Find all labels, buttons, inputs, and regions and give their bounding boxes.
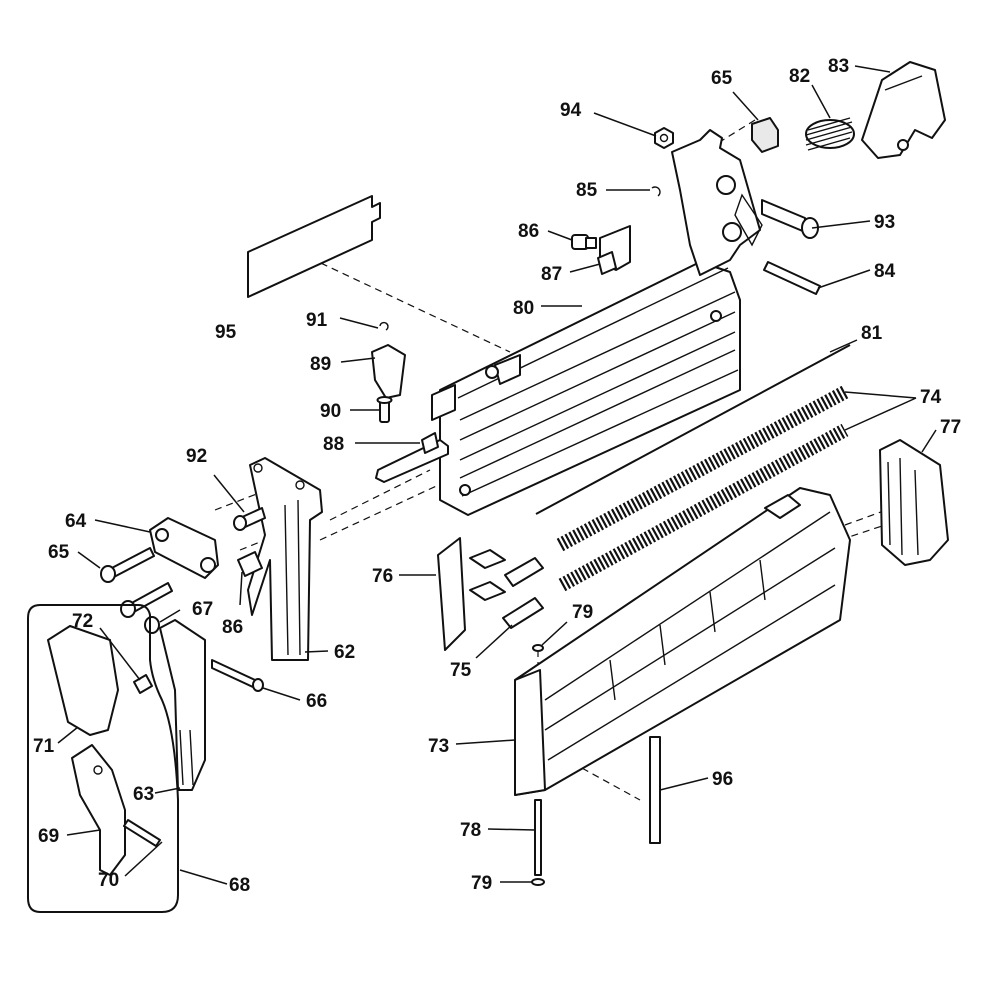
callout-65: 65 [48,542,70,563]
callout-69: 69 [38,826,59,847]
part-90-pin [376,396,393,423]
part-86-pin-lower [237,551,263,577]
part-63-driver-blade [159,619,206,791]
callout-75: 75 [450,660,472,681]
callout-83: 83 [828,56,849,77]
part-83-latch [861,61,946,159]
part-81-rod [535,344,851,515]
callout-85: 85 [576,180,598,201]
callout-82: 82 [789,66,810,87]
part-66-pin [211,659,264,692]
part-82-spring [805,117,855,151]
callout-78: 78 [460,820,481,841]
callout-73: 73 [428,736,449,757]
callout-79-top: 79 [572,602,593,623]
part-79-washer-top [532,644,544,652]
part-89-bracket [371,344,406,399]
callout-72: 72 [72,611,93,632]
part-94-nut [654,127,674,149]
callout-68: 68 [229,875,250,896]
part-71-trigger-housing [47,625,119,736]
callout-74: 74 [920,387,942,408]
callout-91: 91 [306,310,328,331]
part-72-pin [133,674,153,694]
callout-93: 93 [874,212,895,233]
callout-labels: 65 62 63 64 65 66 67 68 69 70 71 72 73 7… [33,56,961,896]
part-76-plate [437,537,466,651]
part-87-bracket [597,251,617,275]
part-93-bolt [761,199,819,239]
part-73-magazine-body [514,487,851,796]
part-69-trigger [71,744,126,876]
part-84-pin [763,261,821,295]
part-77-end-cap [879,439,949,566]
part-92-screw [233,507,266,531]
callout-77: 77 [940,417,961,438]
callout-67: 67 [192,599,213,620]
part-78-rod [534,799,542,876]
callout-79-bottom: 79 [471,873,492,894]
callout-86-upper: 86 [518,221,539,242]
callout-92: 92 [186,446,207,467]
callout-63: 63 [133,784,154,805]
callout-64: 64 [65,511,87,532]
callout-62: 62 [334,642,355,663]
part-70-pin [123,819,161,847]
part-74-springs [556,385,849,592]
callout-84: 84 [874,261,896,282]
part-96-label-strip [649,736,661,844]
callout-90: 90 [320,401,341,422]
part-91-eclip [379,321,389,331]
part-61-latch-cap [751,117,779,153]
part-68-assembly-inset [27,604,179,913]
callout-96: 96 [712,769,733,790]
part-95-label-sheet [247,195,381,298]
leader-lines [57,65,937,885]
part-67-washer [144,616,160,634]
part-88-pusher-rod [375,432,449,483]
callout-87: 87 [541,264,562,285]
part-75-guides [469,549,544,629]
part-62-driver-guide [247,457,323,661]
callout-70: 70 [98,870,119,891]
callout-81: 81 [861,323,883,344]
callout-88: 88 [323,434,344,455]
callout-80: 80 [513,298,534,319]
callout-94: 94 [560,100,582,121]
callout-89: 89 [310,354,331,375]
callout-95: 95 [215,322,237,343]
callout-66: 66 [306,691,327,712]
callout-76: 76 [372,566,393,587]
part-65-screw-b [120,582,173,618]
part-85-clip [651,186,661,197]
callout-71: 71 [33,736,55,757]
callout-86-lower: 86 [222,617,243,638]
part-79-washer-bottom [531,878,545,886]
part-80-housing-head [599,129,763,276]
part-65-screw [100,547,155,583]
part-64-bracket [149,517,219,579]
callout-61: 65 [711,68,733,89]
part-86-pin-upper [571,234,597,250]
